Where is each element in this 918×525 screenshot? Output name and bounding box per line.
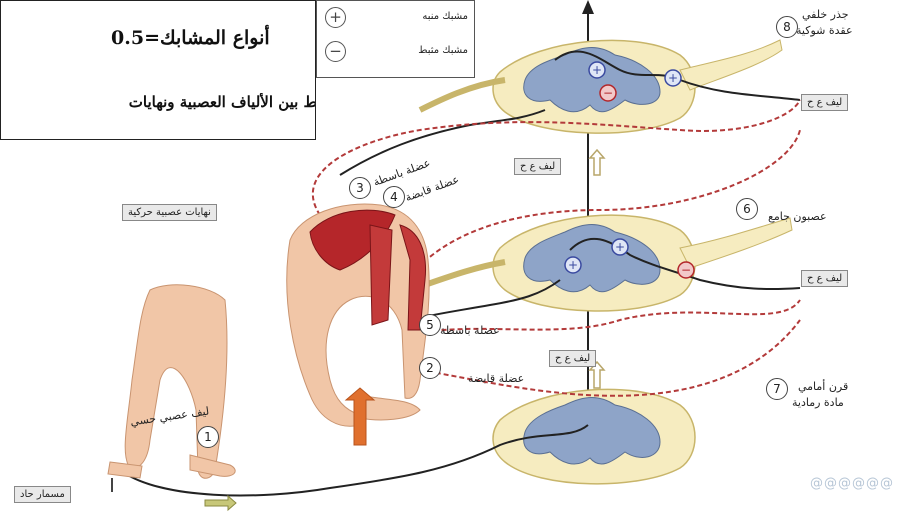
svg-text:+: +	[592, 63, 602, 77]
marker-7: 7	[766, 378, 788, 400]
label-extensor-bottom: عضلة باسطة	[440, 324, 500, 337]
spinal-section-bottom	[493, 389, 695, 483]
spinal-section-middle	[410, 215, 792, 311]
svg-text:−: −	[603, 86, 613, 100]
label-fiber-mid-left: ليف ع ح	[549, 350, 596, 367]
standing-legs-illustration	[108, 285, 235, 478]
label-fiber-top-left: ليف ع ح	[514, 158, 561, 175]
legend-excitatory: مشبك منبه	[422, 11, 468, 22]
marker-6: 6	[736, 198, 758, 220]
svg-text:+: +	[615, 240, 625, 254]
marker-5: 5	[419, 314, 441, 336]
question-subtitle: الربط بين الألياف العصبية ونهايات	[0, 93, 316, 111]
svg-text:+: +	[668, 71, 678, 85]
label-dorsal-root: جذر خلفي	[802, 8, 849, 21]
svg-text:−: −	[681, 263, 691, 277]
svg-text:+: +	[568, 258, 578, 272]
label-flexor-bottom: عضلة قابضة	[468, 372, 524, 385]
label-anterior-horn: قرن أمامي	[798, 380, 848, 393]
label-spinal-ganglion: عقدة شوكية	[796, 24, 853, 37]
marker-1: 1	[197, 426, 219, 448]
marker-4: 4	[383, 186, 405, 208]
label-fiber-mid-right: ليف ع ح	[801, 270, 848, 287]
question-title: أنواع المشابك=0.5	[111, 27, 270, 49]
label-gray-matter: مادة رمادية	[792, 396, 844, 409]
spinal-axis-arrowhead	[582, 0, 594, 14]
label-fiber-top-right: ليف ع ح	[801, 94, 848, 111]
label-sharp-nail: مسمار حاد	[14, 486, 71, 503]
minus-icon: −	[325, 41, 346, 62]
marker-8: 8	[776, 16, 798, 38]
watermark: @@@@@@	[810, 476, 894, 491]
label-interneuron: عصبون جامع	[768, 210, 827, 223]
label-motor-endings: نهايات عصبية حركية	[122, 204, 217, 221]
question-box: أنواع المشابك=0.5 الربط بين الألياف العص…	[0, 0, 316, 140]
marker-3: 3	[349, 177, 371, 199]
signal-direction-arrow	[205, 496, 236, 510]
plus-icon: +	[325, 7, 346, 28]
marker-2: 2	[419, 357, 441, 379]
synapse-legend: + مشبك منبه − مشبك مثبط	[316, 0, 475, 78]
legend-inhibitory: مشبك مثبط	[418, 45, 468, 56]
